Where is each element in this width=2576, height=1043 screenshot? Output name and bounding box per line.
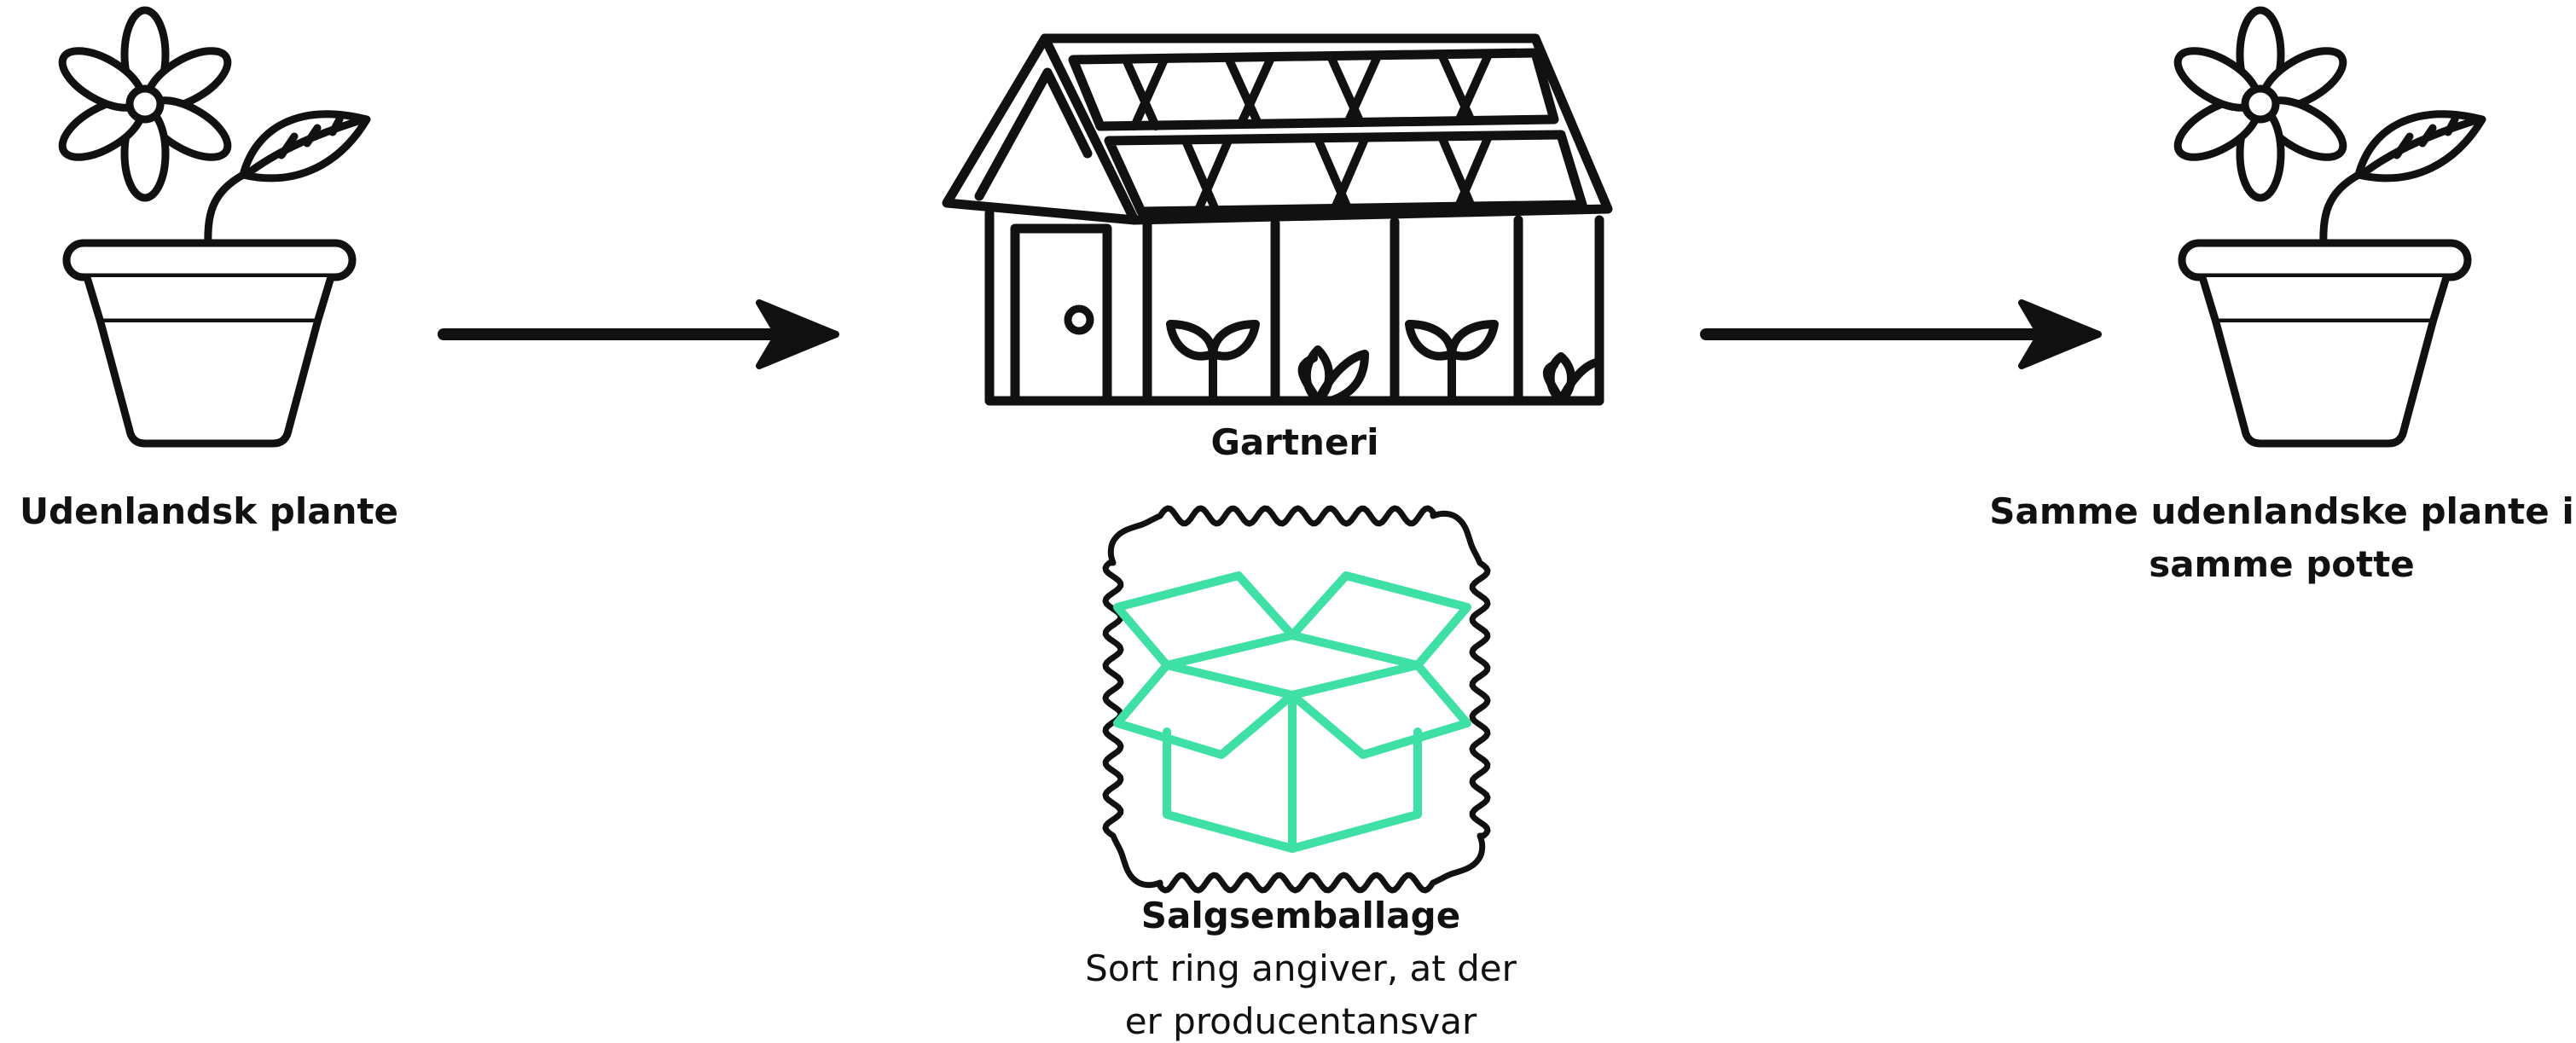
packaging-title: Salgsemballage [1141, 895, 1460, 936]
open-box-icon [1117, 576, 1467, 849]
source-label: Udenlandsk plante [0, 486, 418, 537]
flow-arrow [1706, 303, 2098, 366]
potted-flower-icon [54, 10, 367, 443]
packaging-desc-line1: Sort ring angiver, at der [1085, 947, 1517, 989]
potted-flower-icon [2169, 10, 2482, 443]
target-label-line2: samme potte [1987, 539, 2576, 590]
target-label-line1: Samme udenlandske plante i [1987, 486, 2576, 537]
flow-arrow [444, 303, 836, 366]
greenhouse-icon [947, 38, 1608, 401]
packaging-desc-line2: er producentansvar [1125, 1000, 1477, 1042]
gartneri-label: Gartneri [1210, 421, 1378, 463]
